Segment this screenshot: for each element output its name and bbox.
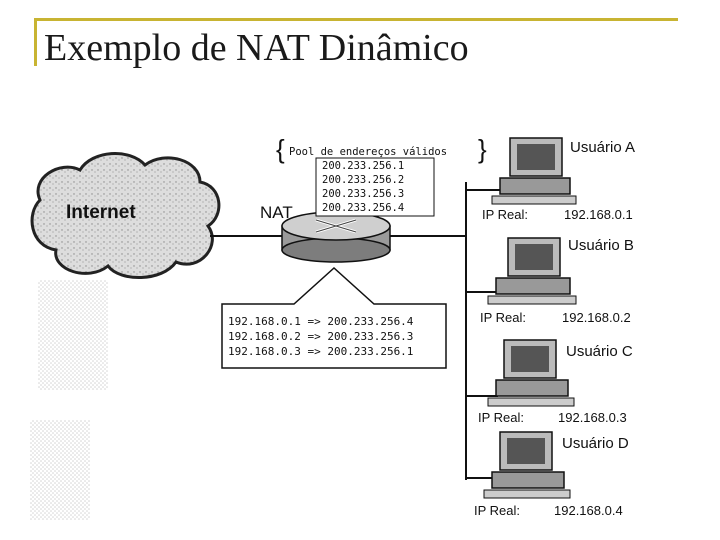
keyboard-icon [491, 195, 577, 205]
translation-row: 192.168.0.2 => 200.233.256.3 [228, 330, 413, 343]
nat-label: NAT [260, 203, 293, 222]
svg-text:}: } [478, 134, 487, 164]
keyboard-icon [483, 489, 571, 499]
user-name: Usuário B [568, 237, 634, 254]
user-b: Usuário B IP Real: 192.168.0.2 [466, 237, 634, 325]
pool-address: 200.233.256.4 [322, 202, 404, 214]
pool-address: 200.233.256.3 [322, 188, 404, 200]
pc-case-icon [491, 471, 565, 489]
user-name: Usuário A [570, 139, 635, 156]
translation-callout: 192.168.0.1 => 200.233.256.4 192.168.0.2… [221, 266, 447, 369]
internet-label: Internet [66, 202, 136, 223]
translation-row: 192.168.0.1 => 200.233.256.4 [228, 315, 414, 328]
title-accent-bar-left [34, 18, 37, 66]
pool-title: Pool de endereços válidos [289, 146, 447, 158]
address-pool: { } Pool de endereços válidos 200.233.25… [276, 134, 487, 217]
keyboard-icon [487, 295, 577, 305]
pc-case-icon [499, 177, 571, 195]
ip-value: 192.168.0.4 [554, 503, 623, 518]
user-a: Usuário A IP Real: 192.168.0.1 [466, 137, 635, 222]
user-name: Usuário C [566, 343, 633, 360]
pool-address: 200.233.256.2 [322, 174, 404, 186]
ip-value: 192.168.0.1 [564, 207, 633, 222]
pc-case-icon [495, 277, 571, 295]
ip-label: IP Real: [480, 310, 526, 325]
ip-label: IP Real: [474, 503, 520, 518]
pool-address: 200.233.256.1 [322, 160, 404, 172]
scan-noise [30, 280, 108, 520]
slide-title: Exemplo de NAT Dinâmico [44, 27, 469, 69]
pc-case-icon [495, 379, 569, 397]
title-accent-bar-top [34, 18, 678, 21]
user-c: Usuário C IP Real: 192.168.0.3 [466, 339, 633, 425]
ip-value: 192.168.0.2 [562, 310, 631, 325]
ip-label: IP Real: [478, 410, 524, 425]
router-icon [281, 211, 391, 263]
svg-text:{: { [276, 134, 285, 164]
translation-row: 192.168.0.3 => 200.233.256.1 [228, 345, 413, 358]
user-name: Usuário D [562, 435, 629, 452]
user-d: Usuário D IP Real: 192.168.0.4 [466, 431, 629, 518]
ip-value: 192.168.0.3 [558, 410, 627, 425]
keyboard-icon [487, 397, 575, 407]
internet-cloud: Internet [30, 152, 221, 279]
ip-label: IP Real: [482, 207, 528, 222]
